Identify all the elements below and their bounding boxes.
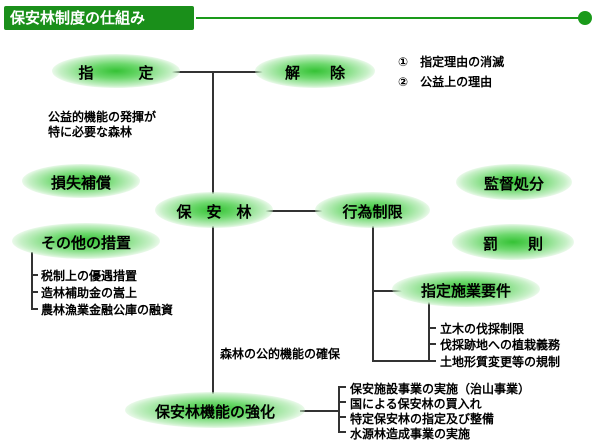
node-kantoku: 監督処分 [483,175,544,193]
line-shitei-kaijo [165,71,265,73]
kinou-note: 森林の公的機能の確保 [220,347,341,361]
shitei-note-1: 公益的機能の発揮が [48,110,157,124]
sekou-item-3: 土地形質変更等の規制 [440,355,561,369]
node-kyouka: 保安林機能の強化 [154,403,275,421]
kyouka-item-4: 水源林造成事業の実施 [350,427,471,441]
header-rule [196,17,584,19]
kyouka-item-3: 特定保安林の指定及び整備 [350,412,495,426]
header-dot [578,11,592,25]
line-kyouka-right [300,410,338,412]
kaijo-reason-1: ① 指定理由の消滅 [398,55,505,69]
line-trunk-lower [212,222,214,398]
node-kaijo: 解 除 [284,64,345,82]
node-sonota: その他の措置 [40,234,131,252]
node-koui: 行為制限 [342,203,403,221]
line-trunk-upper [212,71,214,196]
line-kyouka-item2 [338,401,346,403]
node-sonshitsu: 損失補償 [50,174,111,192]
line-kyouka-item4 [338,431,346,433]
node-hoanrin: 保 安 林 [176,203,252,221]
node-bassoku: 罰 則 [482,235,543,253]
sonota-item-1: 税制上の優遇措置 [41,269,138,283]
kyouka-item-2: 国による保安林の買入れ [350,397,482,411]
line-kyouka-item1 [338,386,346,388]
sonota-item-3: 農林漁業金融公庫の融資 [41,303,174,317]
shitei-note-2: 特に必要な森林 [48,125,133,139]
page-title: 保安林制度の仕組み [4,6,194,30]
sekou-item-1: 立木の伐採制限 [440,322,525,336]
sekou-item-2: 伐採跡地への植栽義務 [440,338,561,352]
line-sekou-item1 [428,327,436,329]
line-sonota-item1 [31,274,38,276]
line-sonota-item3 [31,308,38,310]
line-kyouka-item3 [338,416,346,418]
kaijo-reason-2: ② 公益上の理由 [398,75,493,89]
line-sonota-down [31,252,33,310]
line-to-sekou [372,290,406,292]
line-hoanrin-koui [262,210,338,212]
line-sekou-item3 [372,360,436,362]
kyouka-item-1: 保安施設事業の実施（治山事業） [350,382,531,396]
node-shitei: 指 定 [78,64,154,82]
sonota-item-2: 造林補助金の嵩上 [41,286,138,300]
line-sekou-down [428,300,430,360]
line-sonota-item2 [31,291,38,293]
node-shitei-sekou: 指定施業要件 [420,282,511,300]
line-sekou-item2 [428,343,436,345]
line-kyouka-bracket [338,386,340,433]
